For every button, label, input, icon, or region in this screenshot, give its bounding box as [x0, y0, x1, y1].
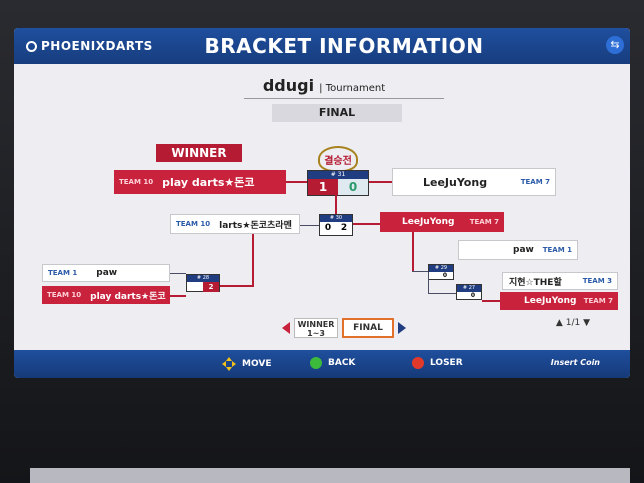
connector-line	[412, 271, 428, 272]
brand-logo: PHOENIXDARTS	[26, 39, 153, 53]
team-label: TEAM 7	[583, 297, 613, 305]
phoenix-logo-icon	[26, 41, 37, 52]
final-right-player-slot[interactable]: LeeJuYong TEAM 7	[392, 168, 556, 196]
heading-divider	[244, 98, 444, 99]
team-label: TEAM 10	[47, 291, 82, 299]
red-button-icon	[412, 357, 424, 369]
brand-name: PHOENIXDARTS	[41, 39, 153, 53]
right-bottom-score-box: # 27 0	[456, 284, 482, 300]
connector-line	[335, 194, 337, 214]
team-label: TEAM 10	[176, 220, 211, 228]
connector-line	[482, 300, 500, 302]
match-number: # 29	[429, 265, 453, 272]
stage-label: FINAL	[272, 104, 402, 122]
dpad-icon	[222, 357, 236, 371]
controls-bar: MOVE BACK LOSER Insert Coin	[14, 350, 630, 378]
green-button-icon	[310, 357, 322, 369]
header-bar: PHOENIXDARTS BRACKET INFORMATION ⇆	[14, 28, 630, 64]
tournament-heading: ddugi | Tournament	[204, 76, 444, 95]
final-badge: 결승전	[308, 146, 368, 172]
team-label: TEAM 7	[469, 218, 499, 226]
player-name: 지현☆THE할	[509, 277, 562, 288]
team-label: TEAM 7	[520, 178, 550, 186]
left-top-player-slot[interactable]: TEAM 1 paw	[42, 264, 170, 282]
left-quarter-score-box: # 28 2	[186, 274, 220, 292]
final-score-box: # 31 1 0	[307, 170, 369, 196]
machine-bottom-panel	[30, 468, 630, 483]
semi-right-player-slot[interactable]: LeeJuYong TEAM 7	[380, 212, 504, 232]
player-name: play darts★돈코	[162, 176, 255, 189]
player-name: LeeJuYong	[423, 175, 488, 189]
right-score: 0	[442, 272, 448, 279]
player-name: play darts★돈코	[90, 291, 166, 302]
team-label: TEAM 10	[119, 178, 154, 186]
connector-line	[170, 273, 186, 274]
player-name: larts★돈코츠라멘	[219, 220, 292, 231]
right-score: 0	[338, 179, 368, 195]
stage-tab-winner[interactable]: WINNER 1~3	[294, 318, 338, 338]
right-bottom-bottom-player-slot[interactable]: LeeJuYong TEAM 7	[500, 292, 618, 310]
move-label: MOVE	[242, 359, 272, 369]
right-top-player-slot[interactable]: paw TEAM 1	[458, 240, 578, 260]
pager: ▲ 1/1 ▼	[556, 318, 590, 328]
page-title: BRACKET INFORMATION	[204, 34, 484, 58]
page-indicator: 1/1	[565, 318, 581, 328]
semi-score-box: # 30 0 2	[319, 214, 353, 236]
team-label: TEAM 1	[542, 246, 572, 254]
right-score: 0	[470, 292, 476, 299]
back-control[interactable]: BACK	[310, 357, 355, 369]
connector-line	[252, 234, 254, 286]
match-number: # 28	[187, 275, 219, 282]
tournament-type: | Tournament	[319, 83, 386, 94]
pager-down-icon[interactable]: ▼	[583, 318, 590, 328]
connector-line	[170, 295, 186, 297]
stage-tab-range: 1~3	[307, 329, 325, 338]
player-name: paw	[513, 245, 534, 255]
connector-line	[428, 272, 429, 294]
player-name: LeeJuYong	[402, 217, 455, 227]
final-left-player-slot[interactable]: TEAM 10 play darts★돈코	[114, 170, 286, 194]
team-label: TEAM 1	[48, 269, 78, 277]
final-badge-label: 결승전	[324, 156, 352, 167]
move-control[interactable]: MOVE	[222, 357, 271, 371]
tournament-name: ddugi	[262, 76, 315, 95]
connector-line	[428, 293, 456, 294]
connector-line	[369, 181, 392, 183]
left-score: 1	[308, 179, 338, 195]
right-bottom-top-player-slot[interactable]: 지현☆THE할 TEAM 3	[502, 272, 618, 290]
match-number: # 31	[308, 171, 368, 179]
team-label: TEAM 3	[582, 277, 612, 285]
match-number: # 30	[320, 215, 352, 222]
pager-up-icon[interactable]: ▲	[555, 318, 563, 328]
connector-line	[300, 225, 319, 226]
connector-line	[286, 181, 307, 183]
stage-tab-final[interactable]: FINAL	[342, 318, 394, 338]
arrow-right-icon[interactable]	[398, 322, 406, 334]
player-name: paw	[96, 268, 118, 278]
right-score: 2	[203, 282, 219, 292]
left-score: 0	[324, 223, 332, 233]
loser-label: LOSER	[430, 358, 463, 368]
semi-left-player-slot[interactable]: TEAM 10 larts★돈코츠라멘	[170, 214, 300, 234]
match-number: # 27	[457, 285, 481, 292]
right-top-score-box: # 29 0	[428, 264, 454, 280]
player-name: LeeJuYong	[524, 296, 577, 306]
usb-icon: ⇆	[606, 36, 624, 54]
left-bottom-player-slot[interactable]: TEAM 10 play darts★돈코	[42, 286, 170, 304]
connector-line	[353, 223, 380, 225]
left-score	[187, 282, 203, 292]
right-score: 2	[340, 223, 348, 233]
connector-line	[220, 285, 254, 287]
winner-banner: WINNER	[156, 144, 242, 162]
insert-coin-label: Insert Coin	[550, 358, 600, 367]
connector-line	[412, 232, 414, 272]
stage-tab-label: WINNER	[297, 320, 335, 329]
arrow-left-icon[interactable]	[282, 322, 290, 334]
loser-control[interactable]: LOSER	[412, 357, 463, 369]
back-label: BACK	[328, 358, 356, 368]
game-screen: PHOENIXDARTS BRACKET INFORMATION ⇆ ddugi…	[14, 28, 630, 378]
